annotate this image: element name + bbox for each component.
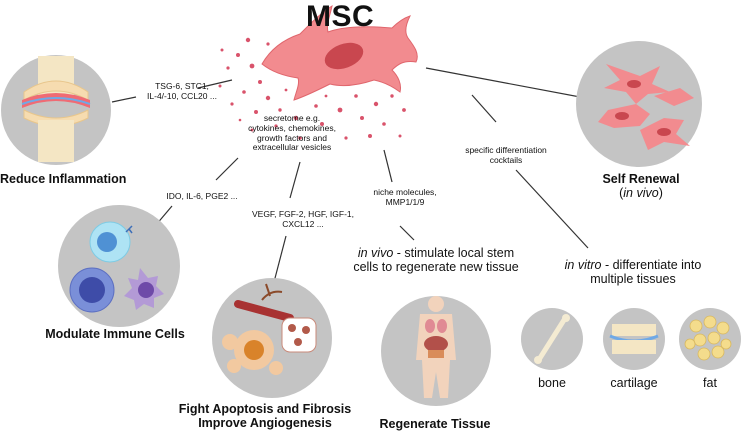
immune-cells-illustration <box>58 205 180 327</box>
regenerate-description-line-2: cells to regenerate new tissue <box>353 260 519 275</box>
self-renewal-paren-open: ( <box>619 186 624 201</box>
angiogenesis-label: Fight Apoptosis and Fibrosis Improve Ang… <box>170 402 360 431</box>
inflammation-factors-line-1: TSG-6, STC1, <box>155 81 209 91</box>
line-to-self-renewal <box>425 67 597 101</box>
line-to-inflammation-factors <box>197 79 233 89</box>
differentiation-description: in vitro - differentiate into multiple t… <box>548 258 718 287</box>
fat-illustration <box>679 308 741 370</box>
niche-factors-line-2: MMP1/1/9 <box>385 196 425 207</box>
differentiation-factors-line-1: specific differentiation <box>465 145 547 155</box>
self-renewal-illustration <box>576 41 702 167</box>
niche-factors-line-1: niche molecules, <box>373 187 437 197</box>
differentiation-description-line-2: multiple tissues <box>590 272 676 287</box>
immune-label: Modulate Immune Cells <box>45 327 185 341</box>
angiogenesis-factors-line-1: VEGF, FGF-2, HGF, IGF-1, <box>251 209 354 219</box>
tissue-label-bone: bone <box>538 376 566 390</box>
immune-factors: IDO, IL-6, PGE2 ... <box>166 191 238 201</box>
secretome-line-1: secretome e.g. <box>263 113 321 123</box>
inflammation-label: Reduce Inflammation <box>0 172 127 186</box>
self-renewal-paren-close: ) <box>658 186 663 201</box>
inflammation-factors: TSG-6, STC1, IL-4/-10, CCL20 ... <box>136 81 228 102</box>
angiogenesis-factors: VEGF, FGF-2, HGF, IGF-1, CXCL12 ... <box>248 209 358 230</box>
inflammation-factors-line-2: IL-4/-10, CCL20 ... <box>147 90 217 101</box>
angiogenesis-label-line-2: Improve Angiogenesis <box>198 416 332 431</box>
msc-cell <box>261 4 418 101</box>
secretome-line-2: cytokines, chemokines, <box>248 122 336 133</box>
body-illustration <box>381 296 491 406</box>
secretome-line-3: growth factors and <box>257 132 327 143</box>
differentiation-factors-line-2: cocktails <box>489 154 523 165</box>
line-to-regenerate <box>399 225 415 241</box>
line-to-angio-factors <box>289 161 301 199</box>
line-to-inflammation <box>111 96 137 103</box>
self-renewal-title: Self Renewal <box>602 172 680 186</box>
differentiation-factors: specific differentiation cocktails <box>450 145 562 166</box>
secretome-label: secretome e.g. cytokines, chemokines, gr… <box>232 113 352 153</box>
line-to-in-vitro <box>515 169 589 249</box>
connector-lines <box>111 67 597 283</box>
tissue-label-fat: fat <box>703 376 717 390</box>
page-title: MSC <box>306 0 375 33</box>
secretome-line-4: extracellular vesicles <box>252 142 332 153</box>
in-vitro-italic: in vitro <box>564 258 602 272</box>
regenerate-label: Regenerate Tissue <box>379 417 491 431</box>
tissue-label-cartilage: cartilage <box>610 376 658 390</box>
angiogenesis-label-line-1: Fight Apoptosis and Fibrosis <box>178 402 352 416</box>
angiogenesis-factors-line-2: CXCL12 ... <box>282 218 324 229</box>
line-to-immune-factors <box>215 157 239 181</box>
regenerate-description: in vivo - stimulate local stem cells to … <box>336 246 536 275</box>
in-vivo-italic: in vivo <box>357 246 394 260</box>
cartilage-illustration <box>603 308 665 370</box>
bone-illustration <box>521 308 583 370</box>
self-renewal-label: Self Renewal (in vivo) <box>596 172 686 201</box>
line-to-niche <box>383 149 393 183</box>
angiogenesis-illustration <box>212 278 332 398</box>
regenerate-description-rest: - stimulate local stem <box>393 246 515 260</box>
line-to-diff-factors <box>471 94 497 123</box>
differentiation-description-rest: - differentiate into <box>601 258 702 272</box>
niche-factors: niche molecules, MMP1/1/9 <box>370 187 440 208</box>
regenerate-description-line-1: in vivo - stimulate local stem <box>336 246 536 260</box>
self-renewal-in-vivo: in vivo <box>623 186 659 201</box>
joint-illustration <box>1 55 111 165</box>
line-to-angio <box>273 235 287 283</box>
vesicles <box>218 37 406 140</box>
self-renewal-sub: (in vivo) <box>596 186 686 200</box>
differentiation-description-line-1: in vitro - differentiate into <box>548 258 718 272</box>
